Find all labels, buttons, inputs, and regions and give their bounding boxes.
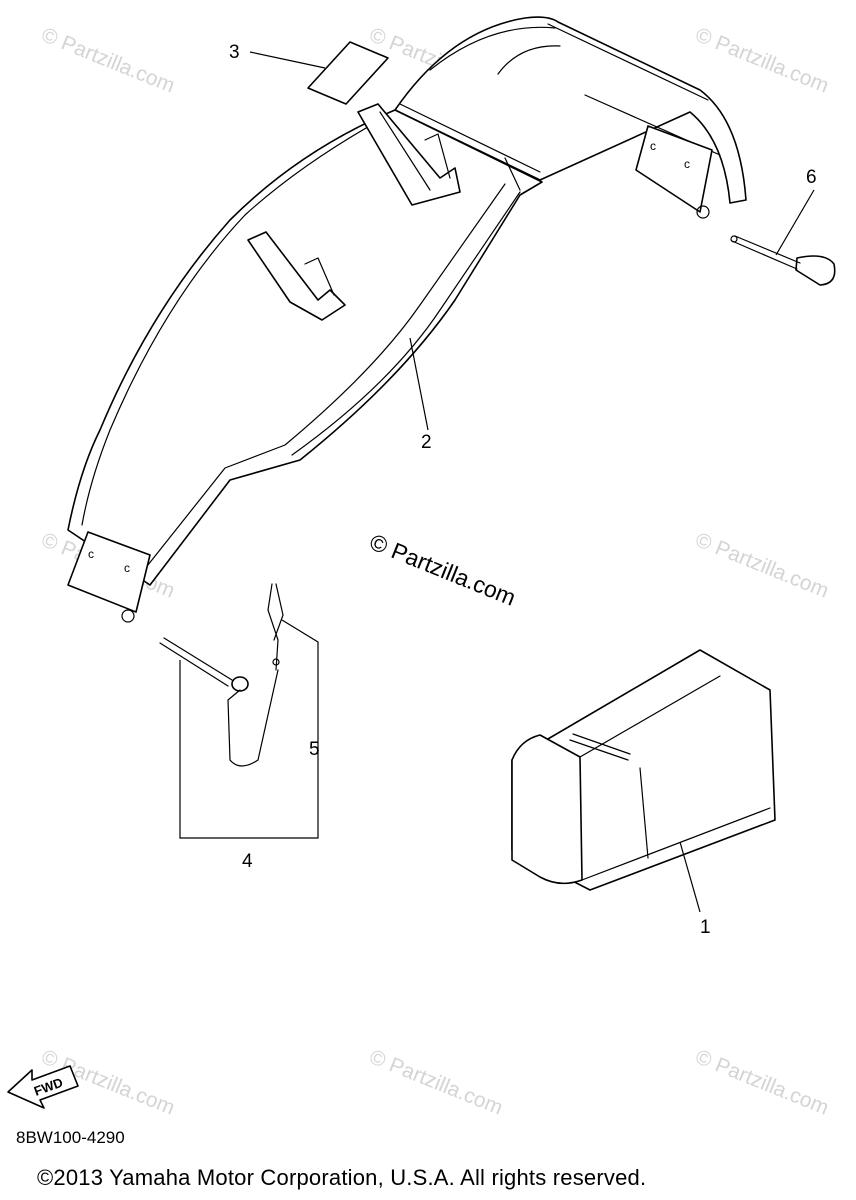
callout-4: 4	[242, 851, 253, 872]
case-part	[511, 649, 776, 891]
pin-part	[730, 235, 836, 286]
fender-part: c c c c	[67, 16, 747, 623]
watermark-text: © Partzilla.com	[692, 1045, 832, 1119]
callout-3: 3	[229, 42, 240, 63]
diagram-code: 8BW100-4290	[16, 1128, 125, 1147]
copyright-text: ©2013 Yamaha Motor Corporation, U.S.A. A…	[37, 1165, 647, 1190]
svg-text:c: c	[650, 139, 656, 153]
watermark-text: © Partzilla.com	[692, 23, 832, 97]
watermark-text: © Partzilla.com	[38, 23, 178, 97]
callout-5: 5	[309, 739, 320, 760]
svg-text:c: c	[684, 157, 690, 171]
watermark-text: © Partzilla.com	[692, 528, 832, 602]
clevis-pin-part	[159, 583, 284, 767]
leader-lines	[179, 51, 815, 913]
svg-text:c: c	[88, 547, 94, 561]
callouts: 1 2 3 4 5 6	[229, 42, 817, 938]
forward-arrow-icon: FWD	[7, 1065, 79, 1109]
svg-text:c: c	[124, 561, 130, 575]
callout-6: 6	[806, 167, 817, 188]
label-pad-part	[307, 41, 389, 105]
watermark-center-text: © Partzilla.com	[366, 529, 519, 611]
callout-1: 1	[700, 917, 711, 938]
watermark-text: © Partzilla.com	[366, 1045, 506, 1119]
callout-2: 2	[421, 432, 432, 453]
